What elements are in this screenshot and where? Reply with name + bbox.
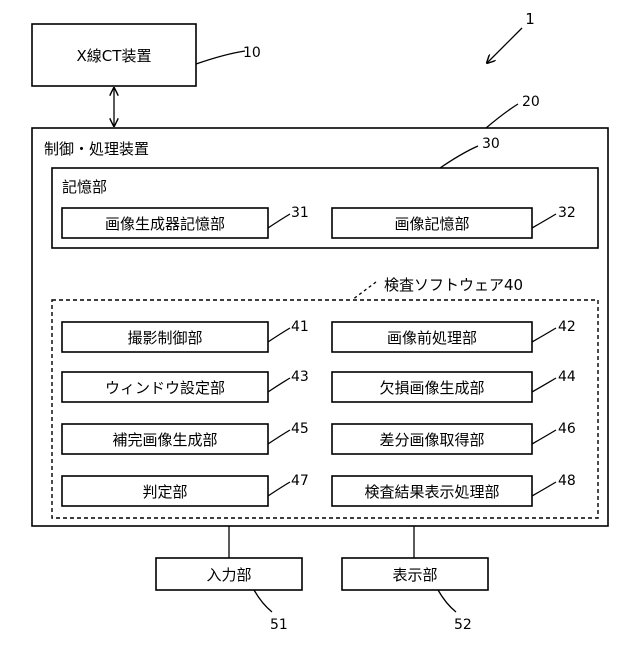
- control-unit-label: 制御・処理装置: [44, 140, 149, 158]
- storage-item-image-generator-label: 画像生成器記憶部: [105, 215, 225, 233]
- figure-number: 1: [525, 10, 535, 28]
- storage-item-image-ref: 32: [558, 205, 576, 221]
- xray-ct-label: X線CT装置: [77, 47, 152, 65]
- software-item-judgment-label: 判定部: [142, 483, 187, 501]
- software-item-window-setting-label: ウィンドウ設定部: [105, 379, 225, 397]
- software-item-complement-image-label: 補完画像生成部: [112, 431, 217, 449]
- software-item-result-display-label: 検査結果表示処理部: [364, 483, 499, 501]
- software-item-window-setting-ref: 43: [291, 369, 309, 385]
- xray-ct-leader: [196, 51, 245, 64]
- input-unit-leader: [254, 590, 272, 612]
- display-unit-leader: [438, 590, 456, 612]
- figure-pointer-arrow: [487, 28, 522, 63]
- storage-item-image-generator-ref: 31: [291, 205, 309, 221]
- storage-label: 記憶部: [62, 178, 107, 196]
- software-item-complement-image-ref: 45: [291, 421, 309, 437]
- display-unit-ref: 52: [454, 617, 472, 633]
- xray-ct-ref: 10: [243, 45, 261, 61]
- software-item-judgment-ref: 47: [291, 473, 309, 489]
- software-item-difference-image-label: 差分画像取得部: [379, 431, 484, 449]
- storage-item-image-label: 画像記憶部: [394, 215, 469, 233]
- control-unit-ref: 20: [522, 94, 540, 110]
- software-item-preprocessing-label: 画像前処理部: [387, 329, 477, 347]
- software-item-preprocessing-ref: 42: [558, 319, 576, 335]
- software-item-imaging-control-label: 撮影制御部: [127, 329, 202, 347]
- software-item-imaging-control-ref: 41: [291, 319, 309, 335]
- software-item-missing-image-ref: 44: [558, 369, 576, 385]
- input-unit-ref: 51: [270, 617, 288, 633]
- software-item-missing-image-label: 欠損画像生成部: [379, 379, 484, 397]
- software-item-difference-image-ref: 46: [558, 421, 576, 437]
- software-item-result-display-ref: 48: [558, 473, 576, 489]
- display-unit-label: 表示部: [392, 566, 437, 584]
- input-unit-label: 入力部: [206, 566, 251, 584]
- control-unit-leader: [486, 104, 518, 128]
- storage-ref: 30: [482, 136, 500, 152]
- software-label: 検査ソフトウェア40: [384, 276, 523, 294]
